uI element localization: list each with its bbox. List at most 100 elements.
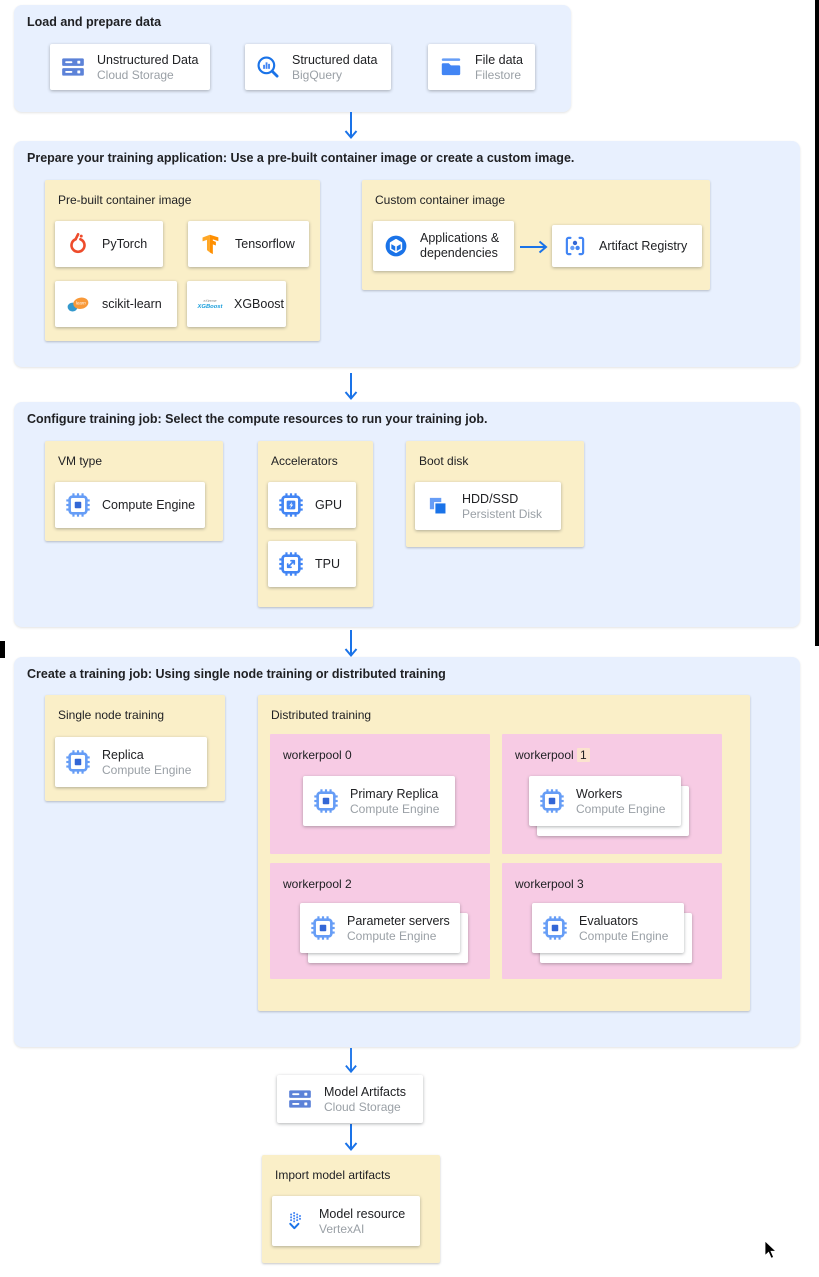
card-title: Unstructured Data [97, 52, 199, 67]
framework-label: Tensorflow [235, 237, 295, 251]
card-subtitle: Compute Engine [102, 762, 192, 777]
card-subtitle: Persistent Disk [462, 506, 543, 521]
card-subtitle: BigQuery [292, 67, 343, 82]
workerpool-1-label: workerpool 1 [515, 748, 590, 762]
workers-card: Workers Compute Engine [529, 776, 681, 826]
replica-card: Replica Compute Engine [55, 737, 207, 787]
card-subtitle: Compute Engine [347, 928, 437, 943]
card-subtitle: Cloud Storage [97, 67, 174, 82]
single-node-label: Single node training [58, 708, 165, 722]
workerpool-2: workerpool 2 Parameter servers Compute E… [270, 863, 490, 979]
gpu-icon [278, 492, 304, 518]
pool-name: workerpool [283, 877, 342, 891]
card-title: Model resource [319, 1206, 406, 1221]
xgboost-card: XGBoost [187, 281, 286, 327]
framework-label: scikit-learn [102, 297, 162, 311]
workerpool-3: workerpool 3 Evaluators Compute Engine [502, 863, 722, 979]
flow-arrow-down-icon [343, 1124, 359, 1152]
card-title: Compute Engine [102, 498, 196, 512]
load-data-section-title: Load and prepare data [27, 15, 162, 29]
custom-container-label: Custom container image [375, 193, 506, 207]
parameter-servers-card: Parameter servers Compute Engine [300, 903, 460, 953]
window-edge-artifact [0, 641, 5, 658]
applications-dependencies-card: Applications & dependencies [373, 221, 514, 271]
card-subtitle: Compute Engine [576, 801, 666, 816]
create-job-section: Create a training job: Using single node… [14, 657, 800, 1047]
gpu-card: GPU [268, 482, 356, 528]
vm-type-group: VM type Compute Engine [45, 441, 223, 541]
mouse-cursor-icon [764, 1240, 778, 1259]
card-title: TPU [315, 557, 340, 571]
card-title: Parameter servers [347, 913, 450, 928]
accelerators-label: Accelerators [271, 454, 338, 468]
model-artifacts-card: Model Artifacts Cloud Storage [277, 1075, 423, 1123]
card-title: Workers [576, 786, 623, 801]
pytorch-card: PyTorch [55, 221, 163, 267]
scikit-learn-icon [65, 291, 91, 317]
card-title: Model Artifacts [324, 1084, 406, 1099]
card-subtitle: Compute Engine [350, 801, 440, 816]
vm-type-label: VM type [58, 454, 103, 468]
compute-engine-icon [539, 788, 565, 814]
tpu-icon [278, 551, 304, 577]
model-resource-card: Model resource VertexAI [272, 1196, 420, 1246]
configure-job-section-title: Configure training job: Select the compu… [27, 412, 488, 426]
evaluators-card: Evaluators Compute Engine [532, 903, 684, 953]
tensorflow-icon [198, 231, 224, 257]
vertex-ai-model-icon [282, 1208, 308, 1234]
card-subtitle: Filestore [475, 67, 522, 82]
flow-arrow-right-icon [520, 239, 550, 255]
tpu-card: TPU [268, 541, 356, 587]
cloud-storage-icon [60, 54, 86, 80]
flow-arrow-down-icon [343, 112, 359, 140]
persistent-disk-icon [425, 493, 451, 519]
boot-disk-group: Boot disk HDD/SSD Persistent Disk [406, 441, 584, 547]
bigquery-icon [255, 54, 281, 80]
compute-engine-icon [65, 492, 91, 518]
load-data-section: Load and prepare data Unstructured Data … [14, 5, 571, 112]
card-title: Replica [102, 747, 144, 762]
workerpool-2-label: workerpool 2 [283, 877, 352, 891]
card-title: Evaluators [579, 913, 639, 928]
prepare-application-section: Prepare your training application: Use a… [14, 141, 800, 367]
xgboost-icon [197, 291, 223, 317]
prebuilt-container-label: Pre-built container image [58, 193, 192, 207]
flow-arrow-down-icon [343, 1048, 359, 1074]
pool-number: 2 [345, 877, 352, 891]
distributed-training-group: Distributed training workerpool 0 Primar… [258, 695, 750, 1011]
structured-data-card: Structured data BigQuery [245, 44, 391, 90]
compute-engine-icon [313, 788, 339, 814]
card-title: Artifact Registry [599, 239, 688, 253]
pool-name: workerpool [515, 877, 574, 891]
create-job-section-title: Create a training job: Using single node… [27, 667, 446, 681]
workerpool-0-label: workerpool 0 [283, 748, 352, 762]
file-data-card: File data Filestore [428, 44, 535, 90]
artifact-registry-icon [562, 233, 588, 259]
workerpool-1: workerpool 1 Workers Compute Engine [502, 734, 722, 854]
prepare-application-section-title: Prepare your training application: Use a… [27, 151, 575, 165]
compute-engine-icon [542, 915, 568, 941]
card-subtitle: Cloud Storage [324, 1099, 401, 1114]
cloud-storage-icon [287, 1086, 313, 1112]
configure-job-section: Configure training job: Select the compu… [14, 402, 800, 627]
compute-engine-icon [310, 915, 336, 941]
compute-engine-card: Compute Engine [55, 482, 205, 528]
distributed-training-label: Distributed training [271, 708, 372, 722]
boot-disk-label: Boot disk [419, 454, 469, 468]
accelerators-group: Accelerators GPU TPU [258, 441, 373, 607]
pool-name: workerpool [283, 748, 342, 762]
card-title: File data [475, 52, 523, 67]
workerpool-0: workerpool 0 Primary Replica Compute Eng… [270, 734, 490, 854]
framework-label: PyTorch [102, 237, 148, 251]
framework-label: XGBoost [234, 297, 285, 311]
flow-arrow-down-icon [343, 373, 359, 401]
pool-number: 3 [577, 877, 584, 891]
card-title: Primary Replica [350, 786, 439, 801]
prebuilt-container-group: Pre-built container image PyTorch Tensor… [45, 180, 320, 341]
card-title: GPU [315, 498, 343, 512]
filestore-icon [438, 54, 464, 80]
card-title: Applications & dependencies [420, 231, 500, 260]
window-edge-artifact [815, 0, 819, 646]
pytorch-icon [65, 231, 91, 257]
flow-arrow-down-icon [343, 630, 359, 658]
